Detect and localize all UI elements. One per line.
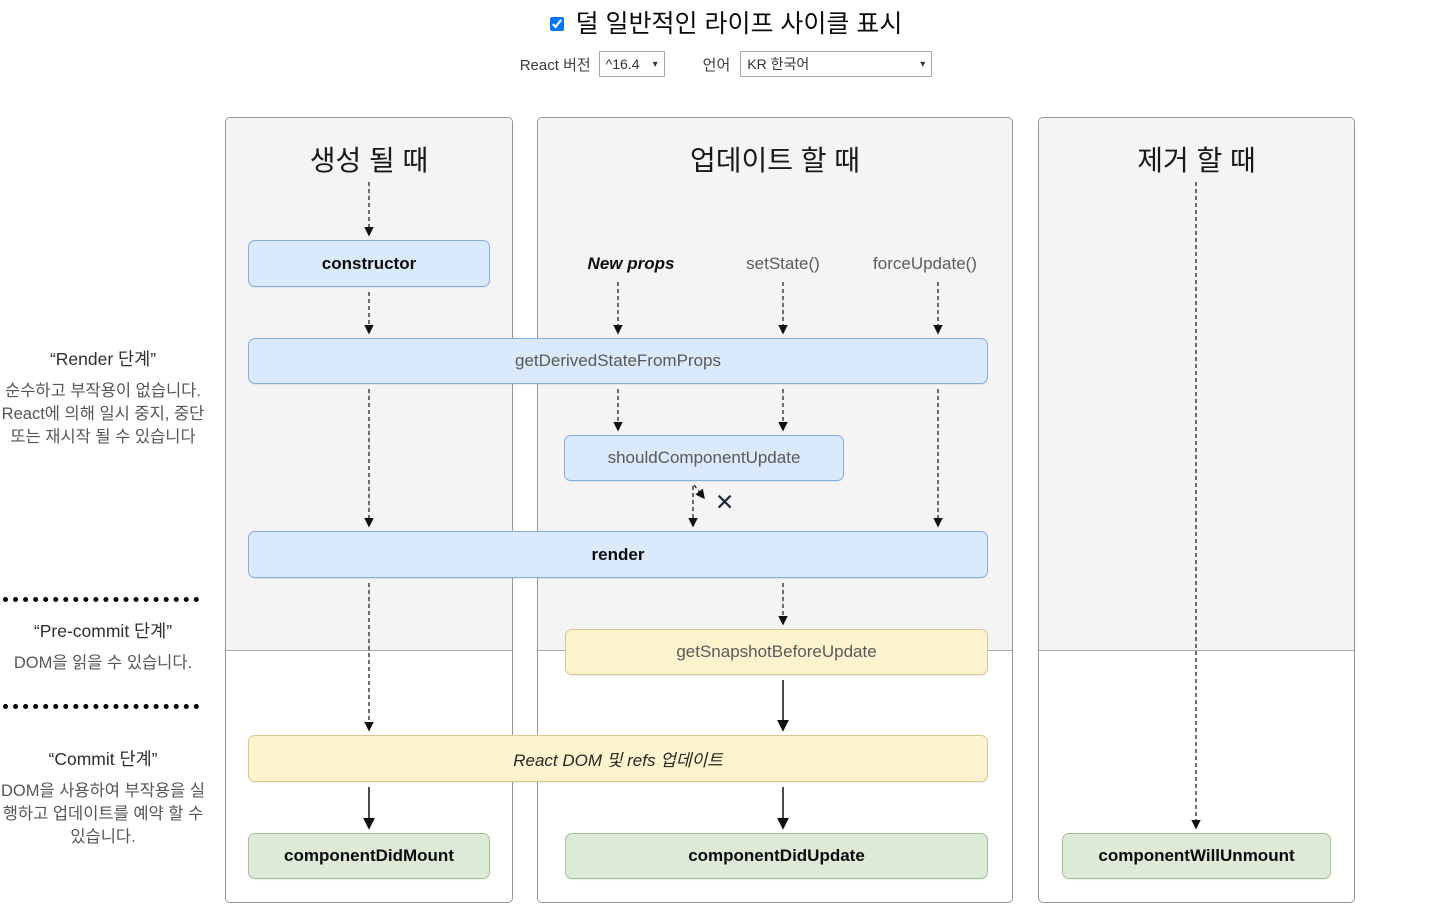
pre-commit-phase-description: DOM을 읽을 수 있습니다. xyxy=(13,654,193,672)
chevron-down-icon: ▾ xyxy=(652,58,658,70)
unmounting-column-title: 제거 할 때 xyxy=(1137,145,1256,176)
box-get-snapshot-before-update[interactable]: getSnapshotBeforeUpdate xyxy=(565,629,988,675)
phase-separator xyxy=(3,704,199,709)
language-label: 언어 xyxy=(702,56,731,74)
show-less-common-checkbox[interactable] xyxy=(549,16,564,31)
mounting-column: 생성 될 때 xyxy=(225,117,513,903)
trigger-forceupdate: forceUpdate() xyxy=(873,254,977,273)
render-phase-title: “Render 단계” xyxy=(49,349,157,369)
render-phase-shade xyxy=(1039,118,1354,651)
trigger-setstate: setState() xyxy=(746,254,820,273)
trigger-new-props: New props xyxy=(587,254,675,273)
updating-column: 업데이트 할 때 xyxy=(537,117,1013,903)
phase-separator xyxy=(3,597,199,602)
page-title: 덜 일반적인 라이프 사이클 표시 xyxy=(575,10,903,38)
box-constructor[interactable]: constructor xyxy=(248,240,490,287)
box-render[interactable]: render xyxy=(248,531,988,578)
unmounting-column: 제거 할 때 xyxy=(1038,117,1355,903)
render-phase-description: 순수하고 부작용이 없습니다. React에 의해 일시 중지, 중단 또는 재… xyxy=(1,382,205,446)
commit-phase-description: DOM을 사용하여 부작용을 실행하고 업데이트를 예약 할 수 있습니다. xyxy=(0,782,206,846)
box-get-derived-state-from-props[interactable]: getDerivedStateFromProps xyxy=(248,338,988,384)
header: 덜 일반적인 라이프 사이클 표시 xyxy=(0,4,1452,40)
box-component-did-mount[interactable]: componentDidMount xyxy=(248,833,490,879)
language-select[interactable]: KR 한국어 ▾ xyxy=(740,51,933,77)
box-component-will-unmount[interactable]: componentWillUnmount xyxy=(1062,833,1331,879)
render-bailout-mark: ✕ xyxy=(715,489,735,515)
commit-phase-title: “Commit 단계” xyxy=(48,749,158,769)
render-phase-note: “Render 단계” 순수하고 부작용이 없습니다. React에 의해 일시… xyxy=(0,346,206,449)
language-value: KR 한국어 xyxy=(747,56,810,72)
react-version-label: React 버전 xyxy=(519,56,591,74)
box-component-did-update[interactable]: componentDidUpdate xyxy=(565,833,988,879)
box-react-dom-update: React DOM 및 refs 업데이트 xyxy=(248,735,988,782)
pre-commit-phase-note: “Pre-commit 단계” DOM을 읽을 수 있습니다. xyxy=(0,618,206,675)
updating-column-title: 업데이트 할 때 xyxy=(689,145,861,176)
box-should-component-update[interactable]: shouldComponentUpdate xyxy=(564,435,844,481)
react-version-value: ^16.4 xyxy=(605,56,640,72)
mounting-column-title: 생성 될 때 xyxy=(309,145,429,176)
react-version-select[interactable]: ^16.4 ▾ xyxy=(598,51,665,77)
commit-phase-note: “Commit 단계” DOM을 사용하여 부작용을 실행하고 업데이트를 예약… xyxy=(0,746,206,849)
pre-commit-phase-title: “Pre-commit 단계” xyxy=(33,621,173,641)
controls-row: React 버전 ^16.4 ▾ 언어 KR 한국어 ▾ xyxy=(0,51,1452,77)
chevron-down-icon: ▾ xyxy=(920,58,926,70)
